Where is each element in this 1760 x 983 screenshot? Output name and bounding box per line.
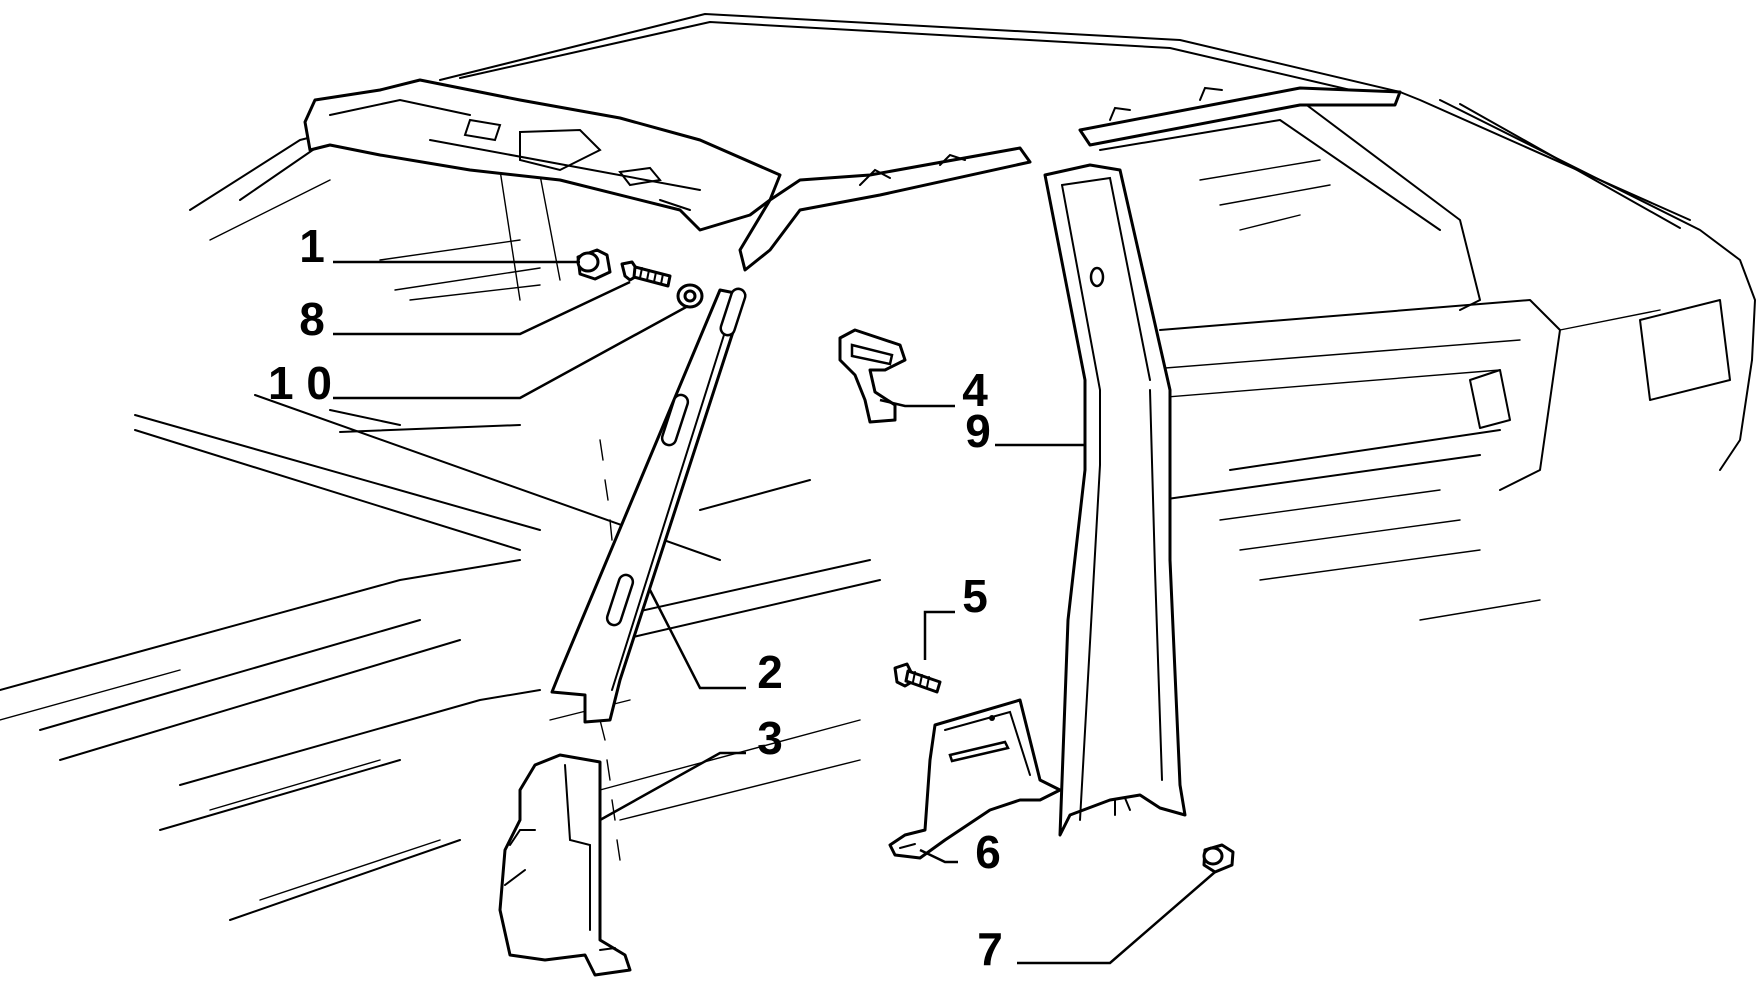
callout-2: 2 — [757, 646, 783, 698]
part-1-bushing — [576, 248, 612, 281]
part-7-bushing — [1202, 843, 1235, 874]
callout-5: 5 — [962, 570, 988, 622]
leader-2 — [648, 589, 746, 690]
leader-5 — [923, 610, 955, 660]
callout-1: 1 — [299, 220, 325, 272]
part-4-clip — [838, 328, 907, 424]
part-10-washer — [676, 283, 704, 309]
part-8-screw — [620, 260, 672, 288]
leader-4 — [879, 398, 955, 408]
headliner-trim — [303, 78, 1402, 272]
leader-6 — [919, 848, 958, 864]
leader-8 — [333, 280, 631, 336]
leader-10 — [333, 304, 689, 400]
part-2-a-pillar-trim — [550, 287, 747, 724]
leader-7 — [1017, 871, 1216, 965]
leader-3 — [599, 751, 746, 822]
callout-labels: 1 8 1 0 4 9 5 2 3 6 7 — [268, 220, 1003, 975]
callout-9: 9 — [965, 405, 991, 457]
callout-8: 8 — [299, 293, 325, 345]
part-5-screw — [893, 662, 942, 694]
part-3-kick-panel — [498, 753, 632, 977]
callout-7: 7 — [977, 923, 1003, 975]
callout-3: 3 — [757, 712, 783, 764]
part-6-lower-b-trim — [888, 698, 1062, 860]
callout-6: 6 — [975, 826, 1001, 878]
leader-lines — [333, 260, 1216, 965]
callout-10: 1 0 — [268, 357, 332, 409]
part-9-b-pillar-trim — [1043, 163, 1187, 837]
car-body-outline — [0, 13, 1756, 921]
callout-4: 4 — [962, 364, 988, 416]
